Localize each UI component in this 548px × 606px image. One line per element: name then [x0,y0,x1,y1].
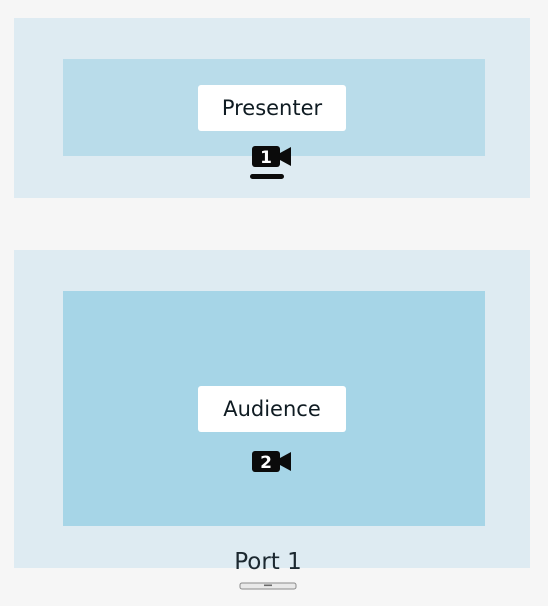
presenter-label: Presenter [198,85,346,131]
presenter-zone[interactable]: Presenter 1 [14,18,530,198]
camera-2-number: 2 [260,453,272,473]
camera-1-icon[interactable]: 1 [250,144,294,180]
audience-zone[interactable]: Audience 2 [14,250,530,568]
camera-1-number: 1 [260,148,272,168]
port-label: Port 1 [234,549,302,575]
camera-2-icon[interactable]: 2 [250,449,294,475]
audience-label: Audience [198,386,346,432]
soundbar-icon[interactable] [239,582,297,592]
